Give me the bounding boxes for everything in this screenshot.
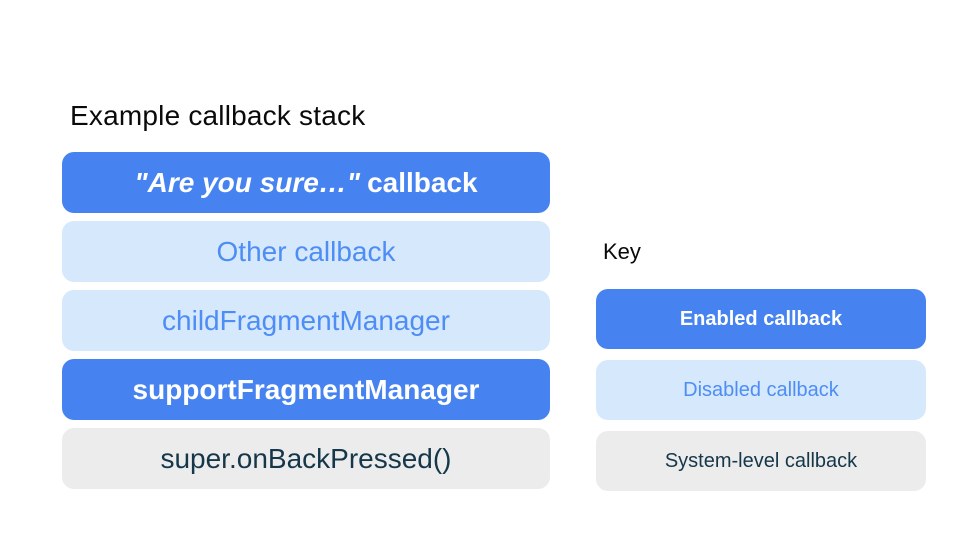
stack-item-label-italic: "Are you sure…" [134,166,361,198]
key-item-disabled-callback: Disabled callback [596,360,926,420]
key-legend: Enabled callback Disabled callback Syste… [596,289,926,502]
page-title: Example callback stack [70,100,366,131]
stack-item-child-fragment-manager: childFragmentManager [62,290,550,351]
key-title: Key [603,239,641,264]
stack-item-other-callback: Other callback [62,221,550,282]
stack-item-label-rest: callback [367,166,478,198]
key-item-enabled-callback: Enabled callback [596,289,926,349]
stack-item-super-on-back-pressed: super.onBackPressed() [62,428,550,489]
key-item-system-level-callback: System-level callback [596,431,926,491]
callback-stack: "Are you sure…" callback Other callback … [62,152,550,497]
stack-item-are-you-sure-callback: "Are you sure…" callback [62,152,550,213]
stack-item-support-fragment-manager: supportFragmentManager [62,359,550,420]
